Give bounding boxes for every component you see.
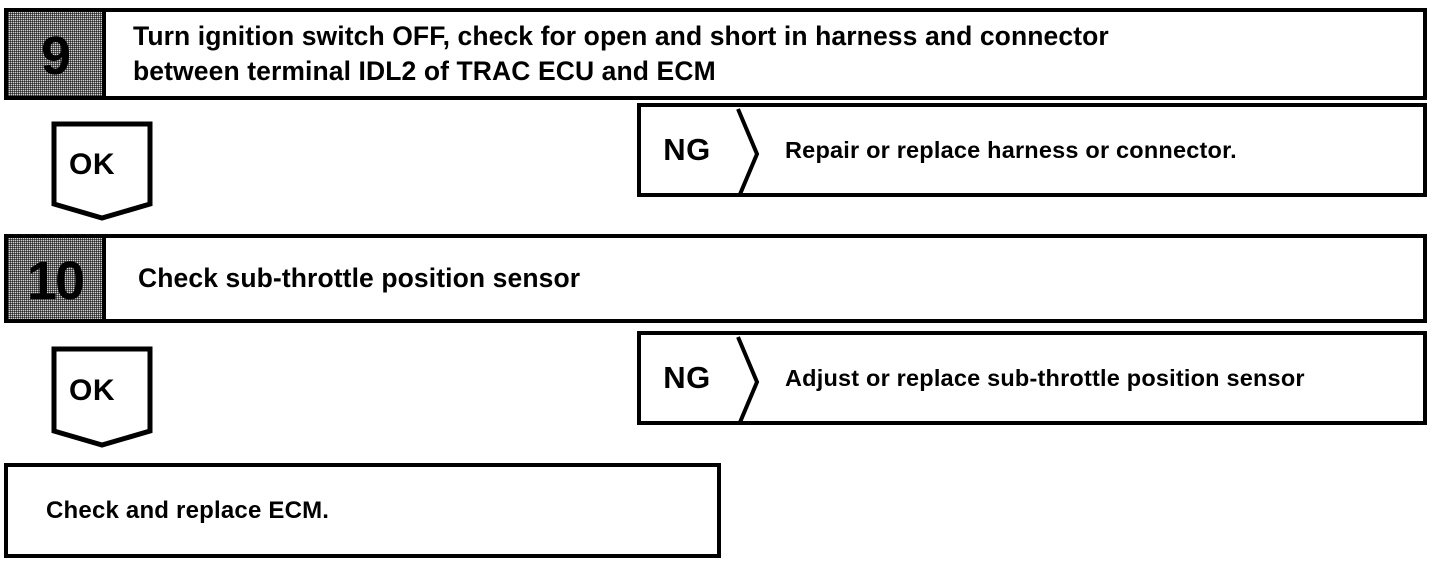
- chevron-right-icon-1: [733, 107, 761, 193]
- step-text-10: Check sub-throttle position sensor: [138, 261, 580, 296]
- ng-label-2: NG: [663, 360, 711, 395]
- step-number-9: 9: [40, 26, 71, 86]
- step-box-9[interactable]: 9 Turn ignition switch OFF, check for op…: [4, 8, 1427, 100]
- ok-label-1: OK: [69, 148, 115, 181]
- chevron-right-icon-2: [733, 335, 761, 421]
- step-number-cell-10: 10: [8, 238, 106, 319]
- step-body-9: Turn ignition switch OFF, check for open…: [106, 12, 1423, 96]
- ok-connector-arrow-1: [50, 120, 154, 222]
- final-action-text: Check and replace ECM.: [46, 496, 330, 524]
- ok-connector-arrow-2: [50, 345, 154, 449]
- step-text-9: Turn ignition switch OFF, check for open…: [133, 19, 1109, 89]
- ng-text-2: Adjust or replace sub-throttle position …: [785, 364, 1305, 391]
- ok-label-2: OK: [69, 374, 115, 407]
- step-body-10: Check sub-throttle position sensor: [106, 238, 1423, 319]
- ng-label-1: NG: [663, 132, 711, 167]
- step-text-9-line2: between terminal IDL2 of TRAC ECU and EC…: [133, 56, 716, 86]
- ng-text-1: Repair or replace harness or connector.: [785, 136, 1237, 163]
- ng-result-box-1[interactable]: NG Repair or replace harness or connecto…: [637, 103, 1427, 197]
- final-action-box[interactable]: Check and replace ECM.: [4, 463, 721, 558]
- step-number-10: 10: [26, 250, 85, 311]
- step-text-10-line1: Check sub-throttle position sensor: [138, 262, 581, 293]
- step-number-cell-9: 9: [8, 12, 106, 96]
- step-text-9-line1: Turn ignition switch OFF, check for open…: [133, 20, 1109, 51]
- step-box-10[interactable]: 10 Check sub-throttle position sensor: [4, 234, 1427, 323]
- ng-result-box-2[interactable]: NG Adjust or replace sub-throttle positi…: [637, 331, 1427, 425]
